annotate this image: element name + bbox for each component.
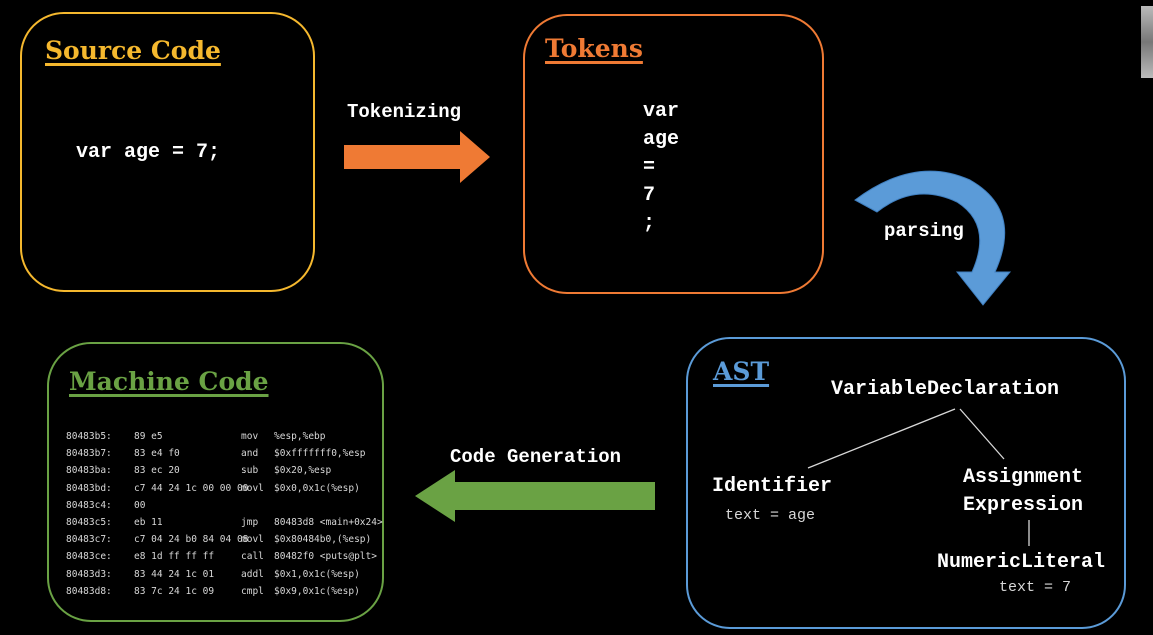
source-code-box xyxy=(20,12,315,292)
source-code-text: var age = 7; xyxy=(76,141,221,164)
ast-node-expression: Expression xyxy=(963,494,1084,517)
asm-bytes: 00 xyxy=(134,499,146,511)
asm-address: 80483bd: xyxy=(66,482,112,494)
token-item: = xyxy=(643,156,656,179)
code-generation-label: Code Generation xyxy=(450,446,622,468)
parsing-label: parsing xyxy=(884,220,964,242)
machine-code-row: 80483b5: 89 e5 mov %esp,%ebp xyxy=(66,428,383,445)
token-item: ; xyxy=(643,212,656,235)
asm-bytes: e8 1d ff ff ff xyxy=(134,551,215,563)
asm-operands: 80482f0 <puts@plt> xyxy=(274,551,377,563)
ast-node-variable-declaration: VariableDeclaration xyxy=(831,378,1060,401)
asm-address: 80483c5: xyxy=(66,517,112,529)
machine-code-listing: 80483b5: 89 e5 mov %esp,%ebp 80483b7: 83 e4 f… xyxy=(66,428,383,600)
asm-opcode: mov xyxy=(241,431,259,442)
asm-opcode: movl xyxy=(241,482,264,494)
asm-operands: %esp,%ebp xyxy=(274,431,326,442)
asm-address: 80483b7: xyxy=(66,448,112,460)
token-item: age xyxy=(643,128,680,151)
source-code-title: Source Code xyxy=(45,36,221,65)
asm-address: 80483c7: xyxy=(66,534,112,546)
asm-bytes: 83 ec 20 xyxy=(134,465,180,477)
scrollbar-thumb[interactable] xyxy=(1141,6,1153,78)
asm-address: 80483d3: xyxy=(66,568,112,580)
asm-operands: $0x80484b0,(%esp) xyxy=(274,534,372,546)
asm-address: 80483b5: xyxy=(66,431,112,442)
asm-address: 80483ce: xyxy=(66,551,112,563)
machine-code-row: 80483ce: e8 1d ff ff ff call 80482f0 <puts@… xyxy=(66,548,383,565)
asm-operands: 80483d8 <main+0x24> xyxy=(274,517,383,529)
code-generation-arrow xyxy=(415,470,655,522)
asm-address: 80483d8: xyxy=(66,585,112,597)
asm-opcode xyxy=(241,497,274,514)
asm-operands: $0x0,0x1c(%esp) xyxy=(274,482,360,494)
machine-code-row: 80483d3: 83 44 24 1c 01 addl $0x1,0x1c(%esp… xyxy=(66,566,383,583)
token-item: var xyxy=(643,100,680,123)
tokens-box xyxy=(523,14,824,294)
asm-bytes: 89 e5 xyxy=(134,431,163,442)
asm-opcode: cmpl xyxy=(241,585,264,597)
tokenizing-arrow xyxy=(344,131,490,183)
asm-opcode: sub xyxy=(241,465,259,477)
asm-operands: $0x9,0x1c(%esp) xyxy=(274,585,360,597)
asm-opcode: jmp xyxy=(241,517,259,529)
asm-operands: $0x20,%esp xyxy=(274,465,332,477)
token-item: 7 xyxy=(643,184,656,207)
asm-bytes: eb 11 xyxy=(134,517,163,529)
ast-numeric-text: text = 7 xyxy=(999,579,1072,596)
asm-address: 80483ba: xyxy=(66,465,112,477)
asm-bytes: c7 44 24 1c 00 00 00 xyxy=(134,482,249,494)
parsing-arrow xyxy=(854,170,1012,306)
machine-code-row: 80483c5: eb 11 jmp 80483d8 <main+0x24> xyxy=(66,514,383,531)
asm-address: 80483c4: xyxy=(66,499,112,511)
asm-bytes: 83 44 24 1c 01 xyxy=(134,568,215,580)
machine-code-row: 80483b7: 83 e4 f0 and $0xfffffff0,%esp xyxy=(66,445,383,462)
asm-opcode: and xyxy=(241,448,259,460)
asm-opcode: movl xyxy=(241,534,264,546)
asm-bytes: 83 e4 f0 xyxy=(134,448,180,460)
ast-node-numeric-literal: NumericLiteral xyxy=(937,551,1106,574)
asm-bytes: c7 04 24 b0 84 04 08 xyxy=(134,534,249,546)
ast-node-assignment: Assignment xyxy=(963,466,1084,489)
ast-node-identifier: Identifier xyxy=(712,475,833,498)
asm-operands: $0x1,0x1c(%esp) xyxy=(274,568,360,580)
machine-code-row: 80483c4: 00 xyxy=(66,497,383,514)
machine-code-box xyxy=(47,342,384,622)
ast-box xyxy=(686,337,1126,629)
machine-code-title: Machine Code xyxy=(69,367,269,396)
tokenizing-label: Tokenizing xyxy=(347,101,462,123)
asm-opcode: addl xyxy=(241,568,264,580)
machine-code-row: 80483d8: 83 7c 24 1c 09 cmpl $0x9,0x1c(%esp… xyxy=(66,583,383,600)
asm-opcode: call xyxy=(241,551,264,563)
asm-bytes: 83 7c 24 1c 09 xyxy=(134,585,215,597)
ast-identifier-text: text = age xyxy=(725,507,816,524)
asm-operands: $0xfffffff0,%esp xyxy=(274,448,366,460)
tokens-title: Tokens xyxy=(545,34,643,63)
ast-title: AST xyxy=(713,357,770,386)
machine-code-row: 80483ba: 83 ec 20 sub $0x20,%esp xyxy=(66,462,383,479)
